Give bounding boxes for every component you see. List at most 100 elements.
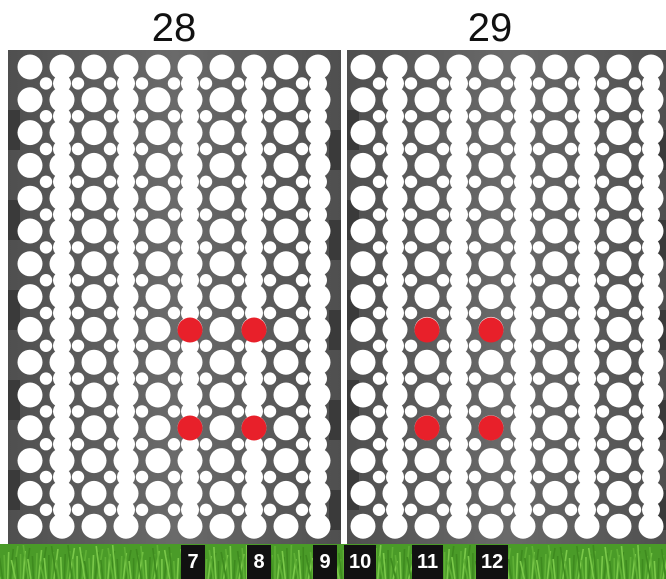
hole-large	[82, 448, 107, 473]
hole-medium	[117, 238, 135, 256]
hole-large	[210, 317, 235, 342]
hole-small	[200, 274, 212, 286]
hole-large	[479, 153, 504, 178]
hole-medium	[53, 337, 71, 355]
hole-small	[296, 438, 308, 450]
hole-medium	[386, 271, 404, 289]
hole-small	[469, 110, 481, 122]
hole-large	[274, 317, 299, 342]
hole-small	[40, 110, 52, 122]
hole-large	[607, 87, 632, 112]
grass-blade	[0, 558, 3, 579]
hole-small	[597, 307, 609, 319]
hole-small	[168, 176, 180, 188]
hole-small	[168, 143, 180, 155]
hole-small	[373, 372, 385, 384]
edge-shadow	[329, 220, 341, 260]
hole-medium	[309, 140, 327, 158]
hole-medium	[450, 468, 468, 486]
hole-medium	[578, 468, 596, 486]
hole-large	[479, 219, 504, 244]
hole-small	[136, 176, 148, 188]
grass-blade	[610, 561, 612, 579]
hole-small	[200, 405, 212, 417]
hole-small	[469, 438, 481, 450]
hole-large	[415, 219, 440, 244]
grass-blade	[400, 552, 401, 579]
hole-medium	[245, 468, 263, 486]
hole-medium	[53, 435, 71, 453]
hole-large	[415, 514, 440, 539]
hole-small	[296, 176, 308, 188]
hole-small	[264, 176, 276, 188]
grass-blade	[654, 561, 655, 579]
hole-small	[200, 110, 212, 122]
hole-small	[104, 438, 116, 450]
hole-large	[274, 153, 299, 178]
hole-medium	[450, 304, 468, 322]
hole-small	[104, 241, 116, 253]
hole-small	[264, 77, 276, 89]
hole-small	[565, 176, 577, 188]
hole-medium	[514, 238, 532, 256]
hole-small	[200, 241, 212, 253]
hole-medium	[514, 468, 532, 486]
hole-small	[373, 110, 385, 122]
hole-large	[415, 284, 440, 309]
hole-small	[629, 274, 641, 286]
hole-medium	[309, 435, 327, 453]
hole-small	[200, 340, 212, 352]
hole-medium	[53, 140, 71, 158]
hole-small	[501, 372, 513, 384]
hole-small	[629, 405, 641, 417]
hole-small	[501, 504, 513, 516]
hole-small	[533, 110, 545, 122]
hole-small	[597, 241, 609, 253]
hole-medium	[53, 304, 71, 322]
hole-small	[264, 504, 276, 516]
grass-blade	[61, 557, 62, 579]
highlighted-hole	[242, 416, 267, 441]
hole-medium	[578, 173, 596, 191]
hole-small	[168, 372, 180, 384]
hole-small	[40, 77, 52, 89]
hole-small	[533, 504, 545, 516]
hole-medium	[514, 107, 532, 125]
hole-medium	[578, 304, 596, 322]
hole-small	[469, 372, 481, 384]
hole-large	[351, 87, 376, 112]
perforated-panel-29	[347, 50, 666, 544]
hole-medium	[386, 501, 404, 519]
hole-large	[210, 87, 235, 112]
hole-small	[533, 208, 545, 220]
grass-blade	[101, 560, 103, 579]
hole-small	[72, 241, 84, 253]
hole-large	[210, 514, 235, 539]
hole-medium	[642, 74, 660, 92]
hole-small	[136, 372, 148, 384]
grass-blade	[4, 555, 5, 579]
hole-small	[469, 77, 481, 89]
grass-blade	[638, 545, 640, 579]
hole-small	[405, 77, 417, 89]
highlighted-hole	[479, 416, 504, 441]
hole-large	[274, 55, 299, 80]
hole-small	[437, 372, 449, 384]
hole-large	[82, 415, 107, 440]
hole-small	[533, 143, 545, 155]
hole-medium	[642, 304, 660, 322]
panel-title-29: 29	[430, 4, 550, 52]
hole-small	[405, 143, 417, 155]
hole-medium	[245, 501, 263, 519]
hole-large	[479, 514, 504, 539]
hole-medium	[514, 370, 532, 388]
hole-small	[437, 340, 449, 352]
hole-small	[72, 471, 84, 483]
hole-small	[501, 143, 513, 155]
hole-large	[274, 481, 299, 506]
hole-large	[607, 415, 632, 440]
hole-medium	[245, 206, 263, 224]
hole-medium	[386, 304, 404, 322]
edge-shadow	[329, 130, 341, 170]
hole-large	[479, 55, 504, 80]
